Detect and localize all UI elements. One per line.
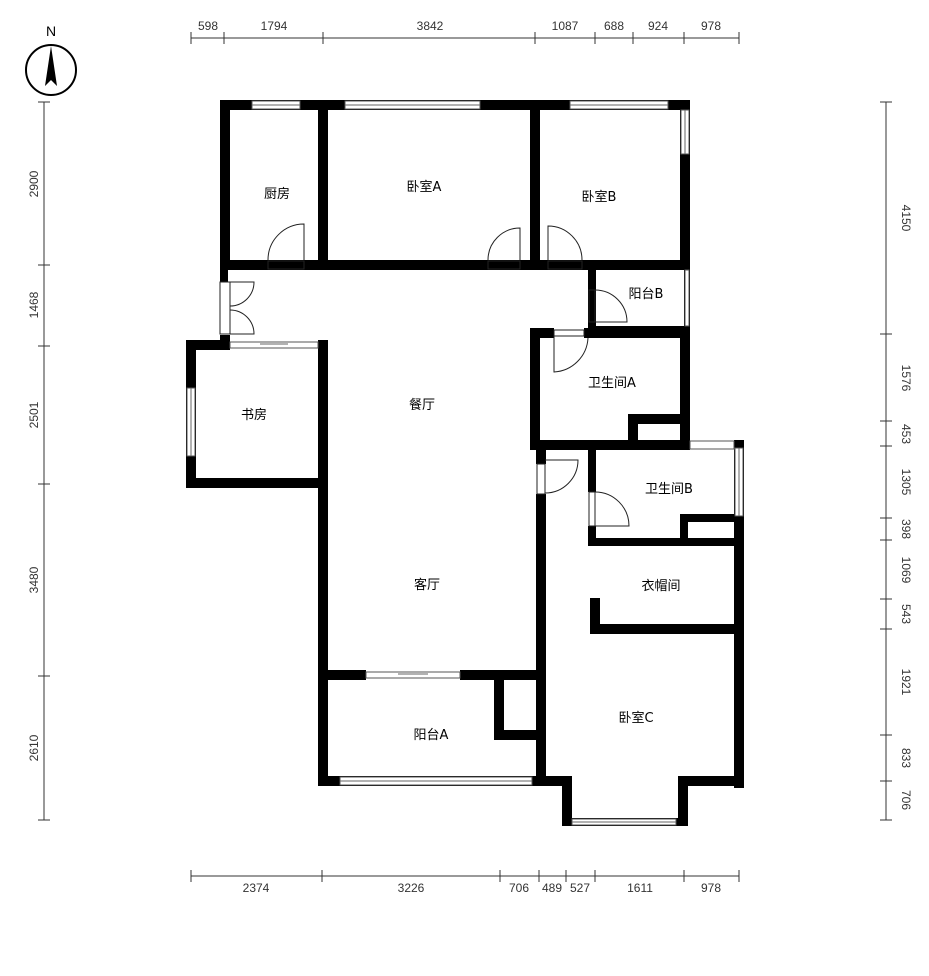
right-dimension-line: 4150 1576 453 1305 398 1069 543 1921 833… bbox=[880, 101, 913, 821]
room-label-balcony-b: 阳台B bbox=[629, 287, 664, 302]
dim-top-5: 688 bbox=[604, 19, 624, 33]
dim-top-4: 1087 bbox=[552, 19, 579, 33]
room-labels: 厨房 卧室A 卧室B 阳台B 卫生间A 书房 餐厅 卫生间B 衣帽间 客厅 阳台… bbox=[241, 179, 693, 743]
dim-right-9: 833 bbox=[899, 748, 913, 768]
dim-top-7: 978 bbox=[701, 19, 721, 33]
dim-left-5: 2610 bbox=[27, 734, 41, 761]
north-compass: N bbox=[25, 23, 77, 96]
room-label-bedroom-b: 卧室B bbox=[582, 189, 617, 205]
compass-label: N bbox=[46, 23, 56, 39]
dim-left-4: 3480 bbox=[27, 566, 41, 593]
dim-right-8: 1921 bbox=[899, 669, 913, 696]
bottom-dimension-line: 2374 3226 706 489 527 1611 978 bbox=[190, 870, 740, 895]
dim-bottom-1: 2374 bbox=[243, 881, 270, 895]
room-label-study: 书房 bbox=[241, 407, 267, 423]
dim-top-3: 3842 bbox=[417, 19, 444, 33]
dim-top-2: 1794 bbox=[261, 19, 288, 33]
walls bbox=[186, 100, 744, 826]
dim-left-1: 2900 bbox=[27, 170, 41, 197]
dim-top-1: 598 bbox=[198, 19, 218, 33]
room-label-bathroom-a: 卫生间A bbox=[588, 376, 636, 391]
room-label-cloakroom: 衣帽间 bbox=[641, 578, 680, 594]
room-label-bathroom-b: 卫生间B bbox=[645, 482, 693, 497]
dim-bottom-2: 3226 bbox=[398, 881, 425, 895]
dim-right-6: 1069 bbox=[899, 557, 913, 584]
room-label-bedroom-a: 卧室A bbox=[407, 179, 442, 195]
dim-left-3: 2501 bbox=[27, 401, 41, 428]
dim-right-4: 1305 bbox=[899, 469, 913, 496]
room-label-living: 客厅 bbox=[414, 577, 440, 593]
dim-left-2: 1468 bbox=[27, 291, 41, 318]
dim-top-6: 924 bbox=[648, 19, 668, 33]
left-dimension-line: 2900 1468 2501 3480 2610 bbox=[27, 101, 50, 821]
dim-bottom-7: 978 bbox=[701, 881, 721, 895]
dim-bottom-5: 527 bbox=[570, 881, 590, 895]
dim-bottom-4: 489 bbox=[542, 881, 562, 895]
room-label-bedroom-c: 卧室C bbox=[618, 710, 653, 726]
dim-right-5: 398 bbox=[899, 519, 913, 539]
top-dimension-line: 598 1794 3842 1087 688 924 978 bbox=[190, 19, 740, 44]
dim-right-3: 453 bbox=[899, 424, 913, 444]
room-label-balcony-a: 阳台A bbox=[414, 728, 449, 743]
dim-right-2: 1576 bbox=[899, 365, 913, 392]
dim-bottom-3: 706 bbox=[509, 881, 529, 895]
dim-bottom-6: 1611 bbox=[627, 881, 653, 895]
room-label-dining: 餐厅 bbox=[409, 397, 435, 413]
doors bbox=[219, 223, 630, 527]
room-label-kitchen: 厨房 bbox=[264, 186, 290, 202]
dim-right-7: 543 bbox=[899, 604, 913, 624]
windows bbox=[186, 100, 744, 826]
dim-right-1: 4150 bbox=[899, 205, 913, 232]
dim-right-10: 706 bbox=[899, 790, 913, 810]
